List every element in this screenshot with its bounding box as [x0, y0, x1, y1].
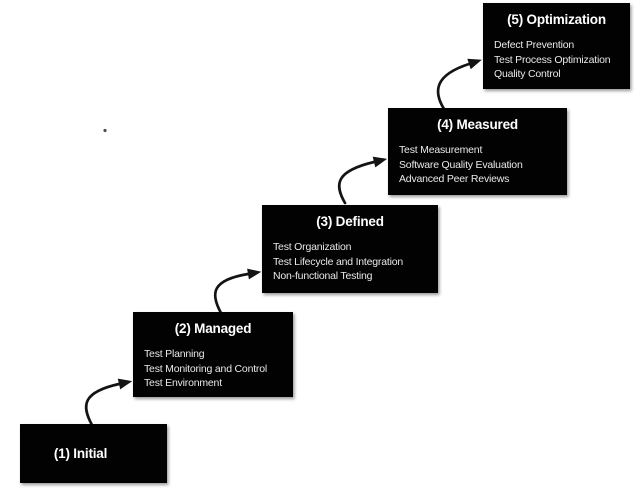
level-2-item: Test Environment [144, 377, 222, 390]
level-box-1: (1) Initial [20, 424, 167, 483]
arrowhead-icon [372, 156, 388, 168]
level-3-title: (3) Defined [316, 214, 384, 229]
level-box-2: (2) Managed Test Planning Test Monitorin… [133, 312, 293, 397]
level-5-item: Test Process Optimization [494, 53, 611, 66]
level-box-4: (4) Measured Test Measurement Software Q… [388, 108, 567, 195]
level-box-5: (5) Optimization Defect Prevention Test … [483, 3, 630, 89]
arrow-level4-to-level5 [436, 62, 471, 111]
level-5-item: Defect Prevention [494, 39, 575, 51]
arrowhead-icon [247, 268, 262, 280]
level-3-items: Test Organization Test Lifecycle and Int… [262, 240, 438, 284]
level-4-item: Test Measurement [399, 144, 483, 156]
level-5-item: Quality Control [494, 68, 561, 81]
level-5-title: (5) Optimization [507, 12, 606, 27]
level-1-title: (1) Initial [53, 446, 108, 461]
level-4-item: Advanced Peer Reviews [399, 173, 510, 186]
level-3-item: Test Organization [273, 241, 352, 253]
level-4-items: Test Measurement Software Quality Evalua… [388, 143, 567, 187]
level-2-item: Test Planning [144, 348, 205, 360]
level-5-items: Defect Prevention Test Process Optimizat… [483, 38, 630, 82]
arrow-level1-to-level2 [84, 382, 121, 427]
arrowhead-icon [467, 58, 482, 70]
level-3-item: Non-functional Testing [273, 270, 373, 283]
level-3-item: Test Lifecycle and Integration [273, 255, 403, 268]
arrow-level3-to-level4 [337, 160, 376, 205]
stray-dot [103, 128, 107, 133]
level-2-items: Test Planning Test Monitoring and Contro… [133, 347, 293, 391]
level-box-3: (3) Defined Test Organization Test Lifec… [262, 205, 438, 293]
arrowhead-icon [117, 378, 133, 390]
level-2-item: Test Monitoring and Control [144, 362, 267, 375]
level-2-title: (2) Managed [174, 321, 252, 336]
arrow-level2-to-level3 [213, 272, 250, 315]
level-4-title: (4) Measured [437, 117, 518, 132]
level-4-item: Software Quality Evaluation [399, 158, 523, 171]
